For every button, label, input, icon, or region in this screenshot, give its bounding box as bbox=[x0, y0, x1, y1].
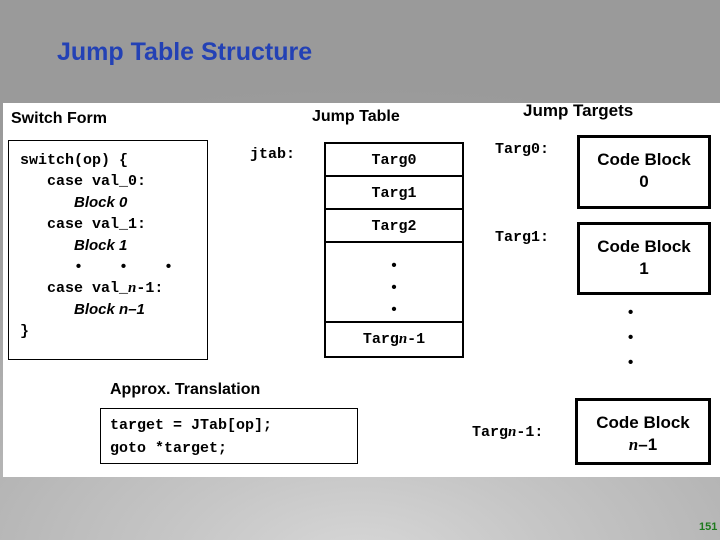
code-block-n-sub: n–1 bbox=[578, 434, 708, 456]
code-block-0-title: Code Block bbox=[597, 150, 691, 169]
jump-table-cell-2: Targ2 bbox=[326, 210, 462, 243]
dot-icon: • bbox=[628, 304, 634, 321]
switch-blockn-var: n bbox=[114, 301, 129, 318]
jump-table-cell-last: Targn-1 bbox=[326, 323, 462, 356]
switch-blockn-indent bbox=[20, 302, 74, 319]
header-jump-table: Jump Table bbox=[312, 108, 400, 125]
target-label-n-pre: Targ bbox=[472, 424, 509, 441]
switch-block1-indent bbox=[20, 238, 74, 255]
jump-table-vertical-dots: • • • bbox=[326, 255, 462, 321]
target-label-0: Targ0: bbox=[495, 141, 550, 158]
code-block-0: Code Block 0 bbox=[577, 135, 711, 209]
switch-line-1: switch(op) { bbox=[20, 152, 129, 169]
approx-translation-code: target = JTab[op]; goto *target; bbox=[110, 417, 273, 457]
switch-case-n-pre: case val_ bbox=[20, 280, 129, 297]
jtab-pointer-label: jtab: bbox=[250, 146, 296, 163]
switch-form-code-box: switch(op) { case val_0: Block 0 case va… bbox=[8, 140, 208, 360]
code-block-n-sub-var: n bbox=[628, 435, 639, 454]
switch-form-code: switch(op) { case val_0: Block 0 case va… bbox=[20, 150, 179, 342]
jump-table-cell-1: Targ1 bbox=[326, 177, 462, 210]
switch-case-n-post: -1: bbox=[136, 280, 164, 297]
code-block-n-sub-post: –1 bbox=[638, 435, 658, 454]
switch-block1-num: 1 bbox=[114, 237, 128, 254]
page-number: 151 bbox=[699, 521, 718, 533]
dot-icon: • bbox=[391, 257, 397, 274]
code-block-n: Code Block n–1 bbox=[575, 398, 711, 465]
switch-line-2: case val_0: bbox=[20, 173, 147, 190]
jump-table: Targ0 Targ1 Targ2 • • • Targn-1 bbox=[324, 142, 464, 358]
header-switch-form: Switch Form bbox=[11, 110, 108, 127]
jump-table-last-post: -1 bbox=[407, 331, 426, 348]
approx-translation-box: target = JTab[op]; goto *target; bbox=[100, 408, 358, 464]
dot-icon: • bbox=[391, 279, 397, 296]
header-jump-targets: Jump Targets bbox=[523, 101, 634, 120]
dot-icon: • bbox=[391, 301, 397, 318]
target-label-n: Targn-1: bbox=[472, 424, 543, 441]
code-block-1: Code Block 1 bbox=[577, 222, 711, 295]
switch-block0-indent bbox=[20, 195, 74, 212]
switch-block0-num: 0 bbox=[114, 194, 128, 211]
switch-line-4: case val_1: bbox=[20, 216, 147, 233]
switch-closing-brace: } bbox=[20, 323, 30, 340]
switch-blockn-word: Block bbox=[74, 301, 115, 318]
switch-blockn-post: –1 bbox=[128, 301, 145, 318]
jump-table-cell-0: Targ0 bbox=[326, 144, 462, 177]
jump-table-last-pre: Targ bbox=[362, 331, 399, 348]
dot-icon: • bbox=[628, 354, 634, 371]
switch-ellipsis-dots: • • • bbox=[74, 259, 180, 276]
code-block-1-sub: 1 bbox=[639, 259, 649, 278]
page-title: Jump Table Structure bbox=[57, 38, 313, 66]
switch-block0-word: Block bbox=[74, 194, 115, 211]
code-block-1-title: Code Block bbox=[597, 237, 691, 256]
code-block-n-title: Code Block bbox=[596, 413, 690, 432]
switch-case-n-var: n bbox=[128, 280, 137, 296]
target-label-1: Targ1: bbox=[495, 229, 550, 246]
dot-icon: • bbox=[628, 329, 634, 346]
switch-block1-word: Block bbox=[74, 237, 115, 254]
code-block-0-sub: 0 bbox=[639, 172, 649, 191]
jump-table-gap: • • • bbox=[326, 243, 462, 323]
jump-targets-vertical-dots: • • • bbox=[628, 300, 633, 375]
target-label-n-post: -1: bbox=[516, 424, 544, 441]
target-label-n-var: n bbox=[508, 424, 517, 440]
header-approx-translation: Approx. Translation bbox=[110, 381, 261, 398]
jump-table-last-var: n bbox=[398, 331, 408, 347]
